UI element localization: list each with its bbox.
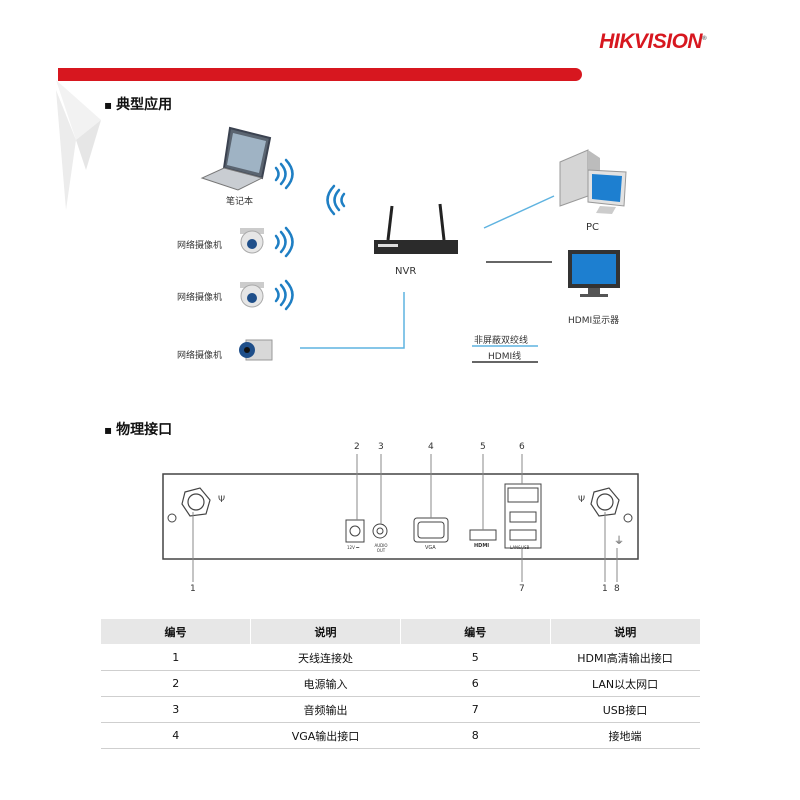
cell-no: 1 xyxy=(101,644,251,671)
port-label-hdmi: HDMI xyxy=(474,543,490,549)
cell-desc: 音频输出 xyxy=(250,696,401,723)
port-label-power: 12V ⎓ xyxy=(347,545,360,550)
header-no-1: 编号 xyxy=(101,619,251,645)
antenna-connector-left-icon xyxy=(181,487,211,517)
cell-desc: 电源输入 xyxy=(250,670,401,697)
power-port-icon xyxy=(345,519,365,543)
label-camera-3: 网络摄像机 xyxy=(177,351,223,361)
cell-desc: 接地端 xyxy=(550,722,700,749)
hikvision-logo: HIKVISION® xyxy=(599,30,706,53)
cell-no: 3 xyxy=(101,696,251,723)
callout-7: 7 xyxy=(519,584,525,594)
utp-line-pc xyxy=(483,195,555,229)
table-header-row: 编号 说明 编号 说明 xyxy=(101,619,700,645)
pc-icon xyxy=(559,149,627,214)
hdmi-port-icon xyxy=(469,529,497,541)
cell-no: 7 xyxy=(400,696,551,723)
decorative-shape xyxy=(56,80,101,210)
interface-spec-table: 编号 说明 编号 说明 1 天线连接处 5 HDMI高清输出接口 2 电源输入 … xyxy=(101,619,700,749)
application-diagram xyxy=(200,126,627,363)
antenna-connector-right-icon xyxy=(590,487,620,517)
label-monitor: HDMI显示器 xyxy=(568,316,620,326)
section-title-interfaces: ▪物理接口 xyxy=(104,422,173,438)
audio-port-icon xyxy=(372,523,388,539)
screw-left-icon xyxy=(167,513,177,523)
svg-text:Ψ: Ψ xyxy=(578,495,585,505)
lan-usb-port-icon xyxy=(504,483,542,549)
port-label-vga: VGA xyxy=(425,545,436,551)
table-row: 3 音频输出 7 USB接口 xyxy=(101,696,700,723)
callout-4: 4 xyxy=(428,442,434,452)
callout-1-left: 1 xyxy=(190,584,196,594)
table-row: 1 天线连接处 5 HDMI高清输出接口 xyxy=(101,644,700,671)
logo-text: HIKVISION xyxy=(599,30,703,53)
cell-no: 8 xyxy=(400,722,551,749)
port-label-lanusb: LAN&USB xyxy=(510,545,530,550)
callout-1-right: 1 xyxy=(602,584,608,594)
header-no-2: 编号 xyxy=(399,619,551,645)
dome-camera-icon-1 xyxy=(240,228,264,254)
label-laptop: 笔记本 xyxy=(226,197,254,207)
monitor-icon xyxy=(568,250,620,297)
dome-camera-icon-2 xyxy=(240,282,264,308)
table-row: 4 VGA输出接口 8 接地端 xyxy=(101,722,700,749)
wifi-waves-cam1-icon xyxy=(274,226,294,258)
cell-desc: LAN以太网口 xyxy=(550,670,700,697)
section-title-application: ▪典型应用 xyxy=(104,97,173,113)
label-nvr: NVR xyxy=(395,266,417,277)
cell-desc: USB接口 xyxy=(550,696,700,723)
callout-3: 3 xyxy=(378,442,384,452)
cell-no: 4 xyxy=(101,722,251,749)
callout-6: 6 xyxy=(519,442,525,452)
cell-no: 6 xyxy=(400,670,551,697)
panel-outline xyxy=(162,473,639,560)
cell-desc: HDMI高清输出接口 xyxy=(550,644,700,671)
label-pc: PC xyxy=(586,222,600,233)
nvr-device-icon xyxy=(374,203,458,254)
header-desc-1: 说明 xyxy=(250,619,401,645)
cell-no: 5 xyxy=(400,644,551,671)
port-label-audio: AUDIO OUT xyxy=(374,543,388,553)
cell-no: 2 xyxy=(101,670,251,697)
wifi-waves-cam2-icon xyxy=(274,279,294,311)
ground-icon: ⏚ xyxy=(614,535,624,547)
svg-text:Ψ: Ψ xyxy=(218,495,225,505)
table-row: 2 电源输入 6 LAN以太网口 xyxy=(101,670,700,697)
callout-2: 2 xyxy=(354,442,360,452)
wifi-waves-nvr-icon xyxy=(326,184,346,216)
screw-right-icon xyxy=(623,513,633,523)
callout-8: 8 xyxy=(614,584,620,594)
utp-line-camera xyxy=(300,292,405,349)
callout-5: 5 xyxy=(480,442,486,452)
legend-utp-label: 非屏蔽双绞线 xyxy=(474,336,529,346)
label-camera-1: 网络摄像机 xyxy=(177,241,223,251)
bullet-camera-icon xyxy=(239,339,273,361)
cell-desc: VGA输出接口 xyxy=(250,722,401,749)
header-red-bar xyxy=(58,68,582,81)
wifi-waves-icon xyxy=(274,158,294,190)
legend-hdmi-label: HDMI线 xyxy=(488,352,522,362)
laptop-icon xyxy=(200,126,272,191)
header-desc-2: 说明 xyxy=(549,619,700,645)
label-camera-2: 网络摄像机 xyxy=(177,293,223,303)
cell-desc: 天线连接处 xyxy=(250,644,401,671)
